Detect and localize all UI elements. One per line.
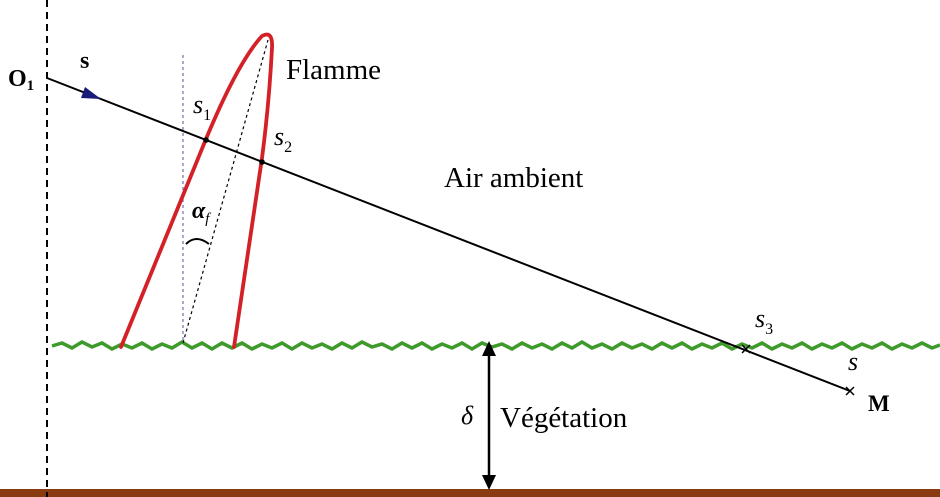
depth-arrow-bottom-head (482, 475, 496, 490)
tilt-angle-arc (185, 238, 210, 245)
vegetation-label: Végétation (500, 402, 628, 434)
direction-label: s (80, 48, 89, 74)
flame-label: Flamme (286, 54, 381, 86)
s3-label: s3 (755, 304, 773, 338)
s2-point (259, 159, 265, 165)
depth-arrow-top-head (482, 341, 496, 356)
ray-line (46, 77, 851, 392)
ambient-air-label: Air ambient (444, 162, 583, 194)
s3-point (741, 344, 751, 354)
s1-label: s1 (193, 90, 211, 124)
depth-label: δ (461, 401, 474, 430)
s1-point (203, 137, 209, 143)
s-variable-label: s (848, 347, 858, 376)
tilt-angle-label: αf (192, 198, 211, 227)
s2-label: s2 (274, 122, 292, 156)
flame-tilt-axis (182, 39, 269, 344)
ground-bar (0, 489, 940, 497)
vegetation-surface (51, 339, 940, 352)
flame-outline (119, 32, 274, 349)
m-point (845, 386, 855, 396)
direction-arrow (81, 87, 101, 99)
origin-label: O1 (8, 66, 34, 94)
point-m-label: M (868, 391, 890, 416)
